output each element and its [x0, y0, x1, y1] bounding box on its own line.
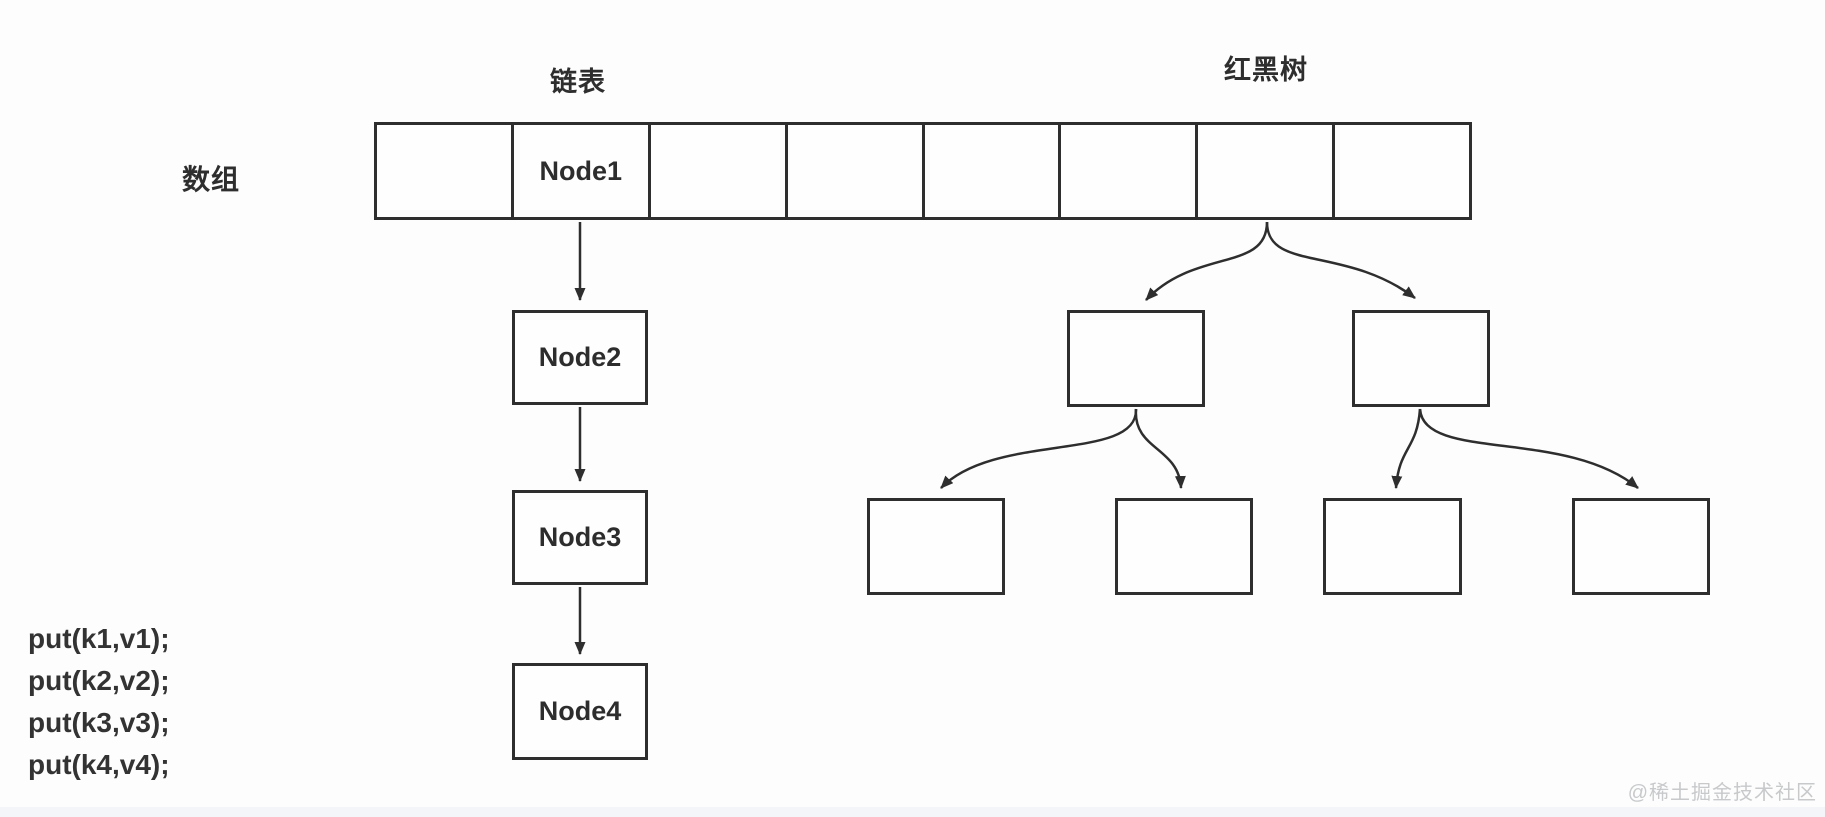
- tree-leaf-4: [1572, 498, 1710, 595]
- list-node-node3-label: Node3: [538, 522, 622, 552]
- red-black-tree-title: 红黑树: [1224, 55, 1308, 85]
- list-node-node2-label: Node2: [538, 342, 622, 372]
- footer-strip: [0, 807, 1825, 817]
- array-cell-2: [647, 125, 785, 217]
- arrow-right-child-to-leaf4: [1418, 408, 1639, 489]
- tree-node-right-child: [1352, 310, 1490, 407]
- array-cell-6: [1195, 125, 1332, 217]
- watermark: @稀土掘金技术社区: [1627, 782, 1817, 804]
- code-snippet: put(k1,v1); put(k2,v2); put(k3,v3); put(…: [28, 618, 170, 786]
- array-cell-1-label: Node1: [539, 155, 623, 186]
- arrow-root-to-right-child: [1265, 221, 1416, 299]
- tree-leaf-3: [1323, 498, 1462, 595]
- tree-leaf-2: [1115, 498, 1253, 595]
- array-cell-3: [784, 125, 922, 217]
- array-cell-4: [921, 125, 1059, 217]
- code-line-4: put(k4,v4);: [28, 749, 170, 780]
- bucket-array: Node1: [374, 122, 1472, 220]
- arrow-root-to-left-child: [1145, 221, 1269, 301]
- code-line-2: put(k2,v2);: [28, 665, 170, 696]
- array-cell-1: Node1: [510, 125, 648, 217]
- list-node-node3: Node3: [512, 490, 648, 585]
- array-cell-7: [1332, 125, 1469, 217]
- array-cell-5: [1058, 125, 1195, 217]
- tree-node-left-child: [1067, 310, 1205, 407]
- array-cell-0: [377, 125, 511, 217]
- tree-leaf-1: [867, 498, 1005, 595]
- array-label: 数组: [181, 164, 240, 195]
- arrow-left-child-to-leaf1: [940, 408, 1138, 489]
- arrow-left-child-to-leaf2: [1134, 408, 1186, 489]
- linked-list-title: 链表: [550, 67, 606, 97]
- list-node-node4-label: Node4: [538, 696, 622, 726]
- code-line-1: put(k1,v1);: [28, 623, 170, 654]
- list-node-node2: Node2: [512, 310, 648, 405]
- arrow-right-child-to-leaf3: [1391, 408, 1422, 489]
- code-line-3: put(k3,v3);: [28, 707, 170, 738]
- list-node-node4: Node4: [512, 663, 648, 760]
